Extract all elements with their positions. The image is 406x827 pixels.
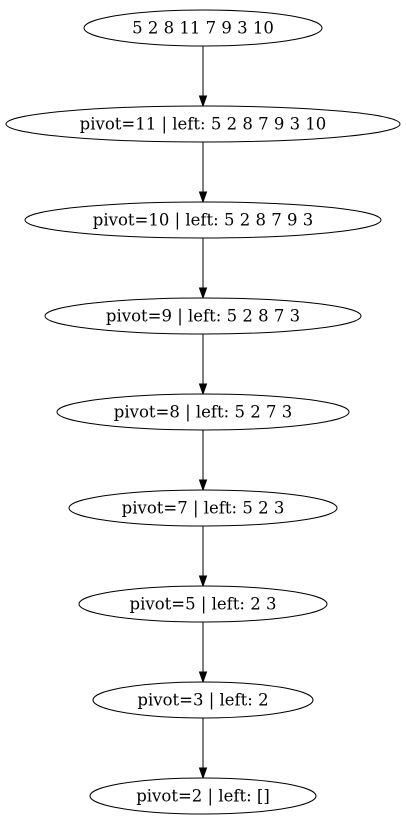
edge-p7-to-p5 (198, 526, 208, 588)
node-label: pivot=2 | left: [] (136, 787, 270, 806)
arrowhead (198, 767, 208, 780)
node-p3: pivot=3 | left: 2 (92, 681, 314, 719)
node-p9: pivot=9 | left: 5 2 8 7 3 (44, 297, 362, 335)
edge-p3-to-p2 (198, 718, 208, 780)
node-p8: pivot=8 | left: 5 2 7 3 (56, 393, 350, 431)
edge-root-to-p11 (198, 46, 208, 108)
node-p10: pivot=10 | left: 5 2 8 7 9 3 (24, 201, 382, 239)
edge-p9-to-p8 (198, 334, 208, 396)
edge-p8-to-p7 (198, 430, 208, 492)
arrowhead (198, 287, 208, 300)
node-ellipse (78, 585, 328, 623)
node-ellipse (5, 105, 401, 143)
edges-layer (198, 46, 208, 780)
node-label: pivot=11 | left: 5 2 8 7 9 3 10 (80, 115, 327, 134)
arrowhead (198, 671, 208, 684)
edge-p10-to-p9 (198, 238, 208, 300)
node-p5: pivot=5 | left: 2 3 (78, 585, 328, 623)
edge-p5-to-p3 (198, 622, 208, 684)
nodes-layer: 5 2 8 11 7 9 3 10 pivot=11 | left: 5 2 8 … (5, 9, 401, 815)
arrowhead (198, 479, 208, 492)
node-ellipse (56, 393, 350, 431)
node-label: pivot=7 | left: 5 2 3 (122, 499, 285, 518)
node-p11: pivot=11 | left: 5 2 8 7 9 3 10 (5, 105, 401, 143)
node-label: pivot=5 | left: 2 3 (130, 595, 277, 614)
node-ellipse (83, 9, 323, 47)
arrowhead (198, 575, 208, 588)
node-root: 5 2 8 11 7 9 3 10 (83, 9, 323, 47)
node-ellipse (44, 297, 362, 335)
arrowhead (198, 191, 208, 204)
node-ellipse (92, 681, 314, 719)
node-label: pivot=3 | left: 2 (137, 691, 268, 710)
node-p7: pivot=7 | left: 5 2 3 (68, 489, 338, 527)
edge-p11-to-p10 (198, 142, 208, 204)
arrowhead (198, 95, 208, 108)
node-p2: pivot=2 | left: [] (89, 777, 317, 815)
node-ellipse (89, 777, 317, 815)
arrowhead (198, 383, 208, 396)
node-label: pivot=10 | left: 5 2 8 7 9 3 (93, 211, 313, 230)
node-ellipse (24, 201, 382, 239)
node-ellipse (68, 489, 338, 527)
node-label: pivot=8 | left: 5 2 7 3 (114, 403, 292, 422)
node-label: 5 2 8 11 7 9 3 10 (132, 19, 274, 38)
node-label: pivot=9 | left: 5 2 8 7 3 (106, 307, 300, 326)
